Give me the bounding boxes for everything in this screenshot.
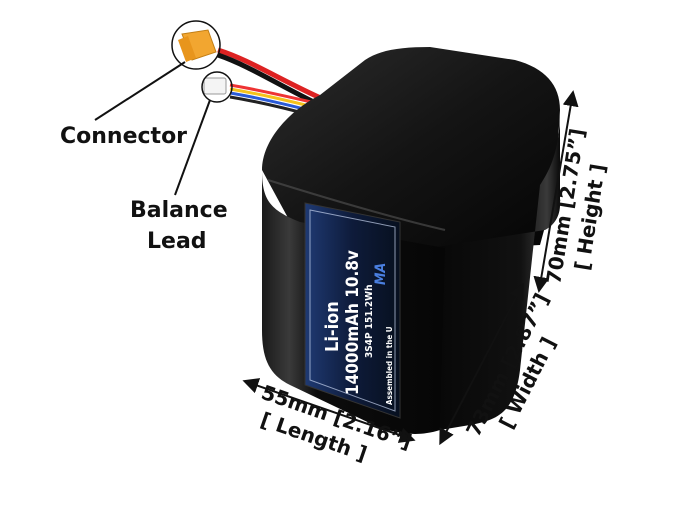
brand-logo: MA — [373, 263, 389, 285]
balance-connector — [201, 71, 233, 103]
battery-label: Li-ion 14000mAh 10.8v 3S4P 151.2Wh Assem… — [304, 202, 401, 419]
length-arrow — [242, 378, 416, 443]
label-origin: Assembled in the U — [385, 326, 394, 405]
height-arrow — [533, 90, 579, 293]
balance-callout-line1: Balance — [130, 198, 228, 223]
connector-callout: Connector — [60, 124, 187, 149]
balance-callout-line — [174, 99, 211, 196]
wire-bundle — [217, 47, 327, 118]
balance-callout-line2: Lead — [147, 229, 207, 254]
label-config-energy: 3S4P 151.2Wh — [364, 284, 375, 358]
connector-callout-line — [94, 61, 186, 121]
label-capacity-voltage: 14000mAh 10.8v — [343, 250, 363, 395]
xt-connector — [171, 20, 221, 70]
label-chemistry: Li-ion — [322, 301, 343, 352]
width-arrow — [439, 282, 524, 446]
